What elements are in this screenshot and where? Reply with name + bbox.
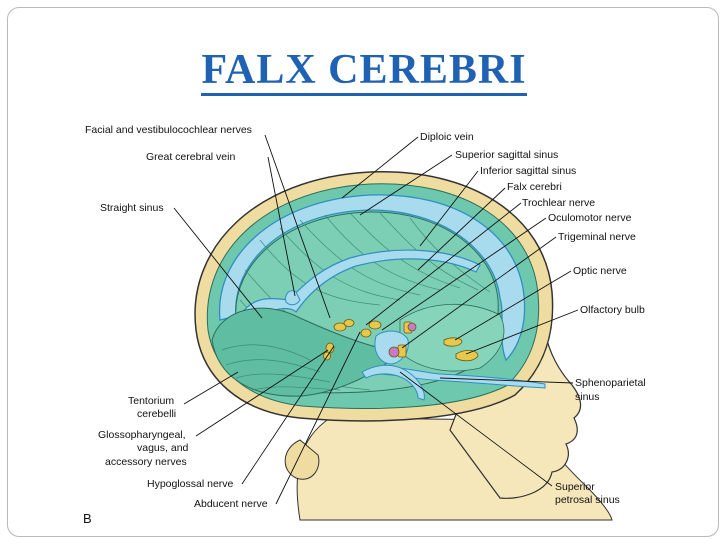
slide-title-text: FALX CEREBRI xyxy=(201,47,527,96)
olfactory-bulb-shape xyxy=(455,350,479,362)
abducent-nerve-stump xyxy=(360,328,372,338)
tentorium-striations xyxy=(221,344,341,391)
label-oculomotor-nerve: Oculomotor nerve xyxy=(548,212,632,224)
label-superior-petrosal-line1: Superior xyxy=(555,481,595,493)
label-abducent-nerve: Abducent nerve xyxy=(194,498,268,510)
carotid-artery-cut xyxy=(388,346,400,358)
superior-sagittal-sinus xyxy=(218,194,526,362)
label-trigeminal-nerve: Trigeminal nerve xyxy=(558,231,636,243)
label-superior-petrosal-line2: petrosal sinus xyxy=(555,494,620,506)
label-sphenoparietal-sinus-line1: Sphenoparietal xyxy=(575,377,646,389)
label-sphenoparietal-sinus-line2: sinus xyxy=(575,391,600,403)
great-cerebral-vein xyxy=(285,290,301,306)
label-hypoglossal-nerve: Hypoglossal nerve xyxy=(147,478,234,490)
label-optic-nerve: Optic nerve xyxy=(573,265,627,277)
ear xyxy=(284,439,320,480)
label-glossopharyngeal-line3: accessory nerves xyxy=(105,456,187,468)
label-inferior-sagittal-sinus: Inferior sagittal sinus xyxy=(480,165,576,177)
internal-carotid-artery xyxy=(407,322,417,332)
label-diploic-vein: Diploic vein xyxy=(420,131,474,143)
superior-petrosal-sinus xyxy=(361,364,425,401)
slide-title: FALX CEREBRI xyxy=(0,46,728,96)
facial-nerve-stump xyxy=(333,322,347,332)
label-glossopharyngeal-line2: vagus, and xyxy=(137,442,189,454)
panel-letter: B xyxy=(83,511,92,526)
label-superior-sagittal-sinus: Superior sagittal sinus xyxy=(455,149,558,161)
label-trochlear-nerve: Trochlear nerve xyxy=(522,197,595,209)
trochlear-nerve-stump xyxy=(368,320,382,330)
label-great-cerebral-vein: Great cerebral vein xyxy=(146,151,235,163)
label-tentorium-line2: cerebelli xyxy=(137,408,176,420)
vestibulocochlear-nerve-stump xyxy=(343,319,355,327)
label-olfactory-bulb: Olfactory bulb xyxy=(580,304,645,316)
label-falx-cerebri: Falx cerebri xyxy=(507,181,562,193)
optic-nerve-stump xyxy=(443,337,463,347)
sphenoparietal-sinus xyxy=(377,367,546,389)
label-straight-sinus: Straight sinus xyxy=(100,202,164,214)
leader-lines xyxy=(173,134,579,505)
label-facial-vestibulocochlear-nerves: Facial and vestibulocochlear nerves xyxy=(85,124,252,136)
label-tentorium-line1: Tentorium xyxy=(128,395,174,407)
label-glossopharyngeal-line1: Glossopharyngeal, xyxy=(98,429,186,441)
